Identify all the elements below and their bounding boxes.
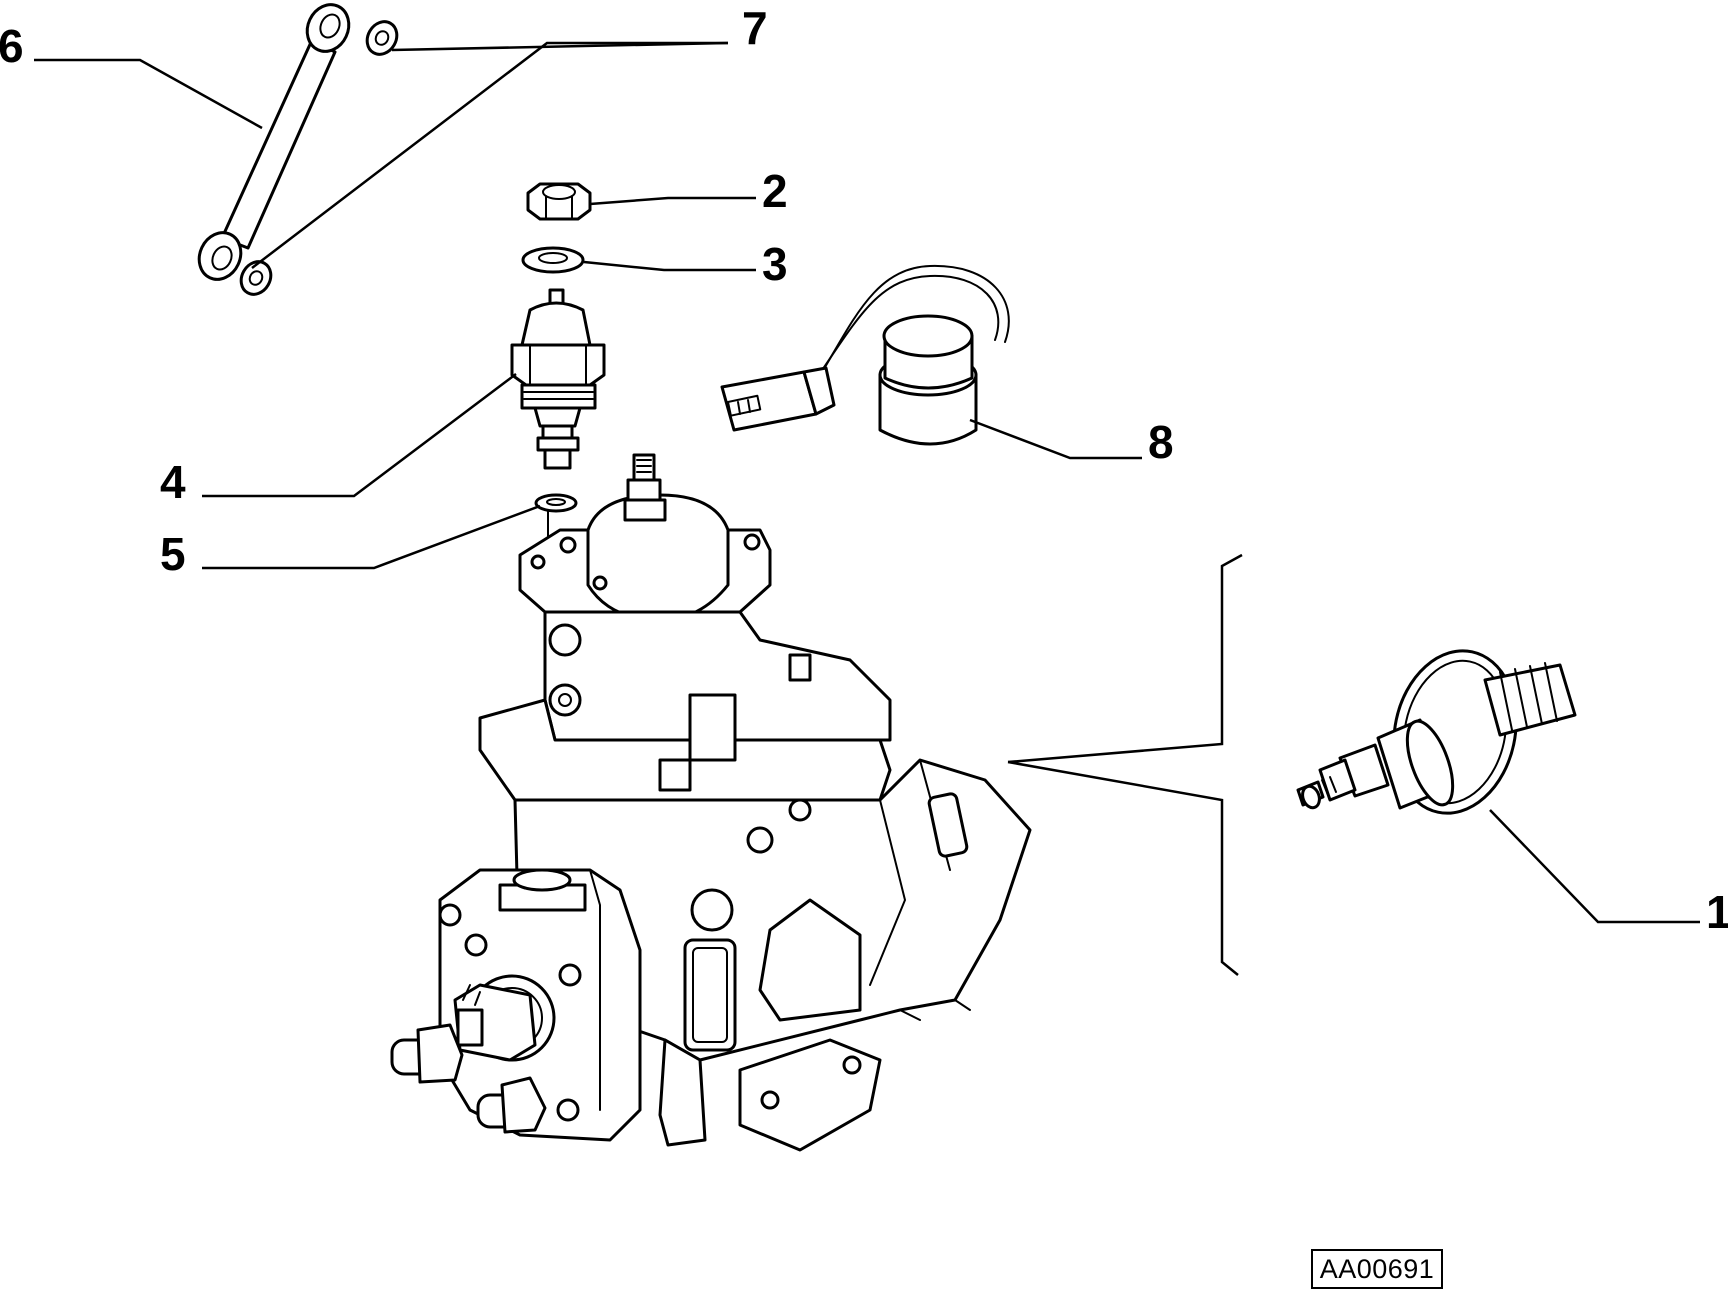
callout-labels: 6 7 2 3 4 5 8 1	[0, 2, 1728, 938]
callout-4: 4	[160, 456, 186, 508]
callout-8: 8	[1148, 416, 1174, 468]
part-seal-ring	[534, 493, 578, 513]
callout-7: 7	[742, 2, 768, 54]
callout-6: 6	[0, 20, 24, 72]
callout-5: 5	[160, 528, 186, 580]
detail-bracket	[1007, 553, 1243, 976]
leader-lines	[34, 41, 1700, 924]
callout-3: 3	[762, 238, 788, 290]
drawing-reference-code: AA00691	[1311, 1249, 1443, 1289]
part-link-rod	[197, 3, 351, 281]
part-nut	[526, 182, 592, 221]
part-sensor-with-cable	[720, 264, 1010, 446]
callout-2: 2	[762, 165, 788, 217]
part-solenoid-valve	[510, 288, 606, 470]
part-washer	[521, 246, 585, 274]
part-regulator-assembly	[1296, 649, 1577, 815]
callout-1: 1	[1706, 886, 1728, 938]
part-washers-pair	[239, 20, 399, 296]
injection-pump-body	[390, 453, 1032, 1152]
